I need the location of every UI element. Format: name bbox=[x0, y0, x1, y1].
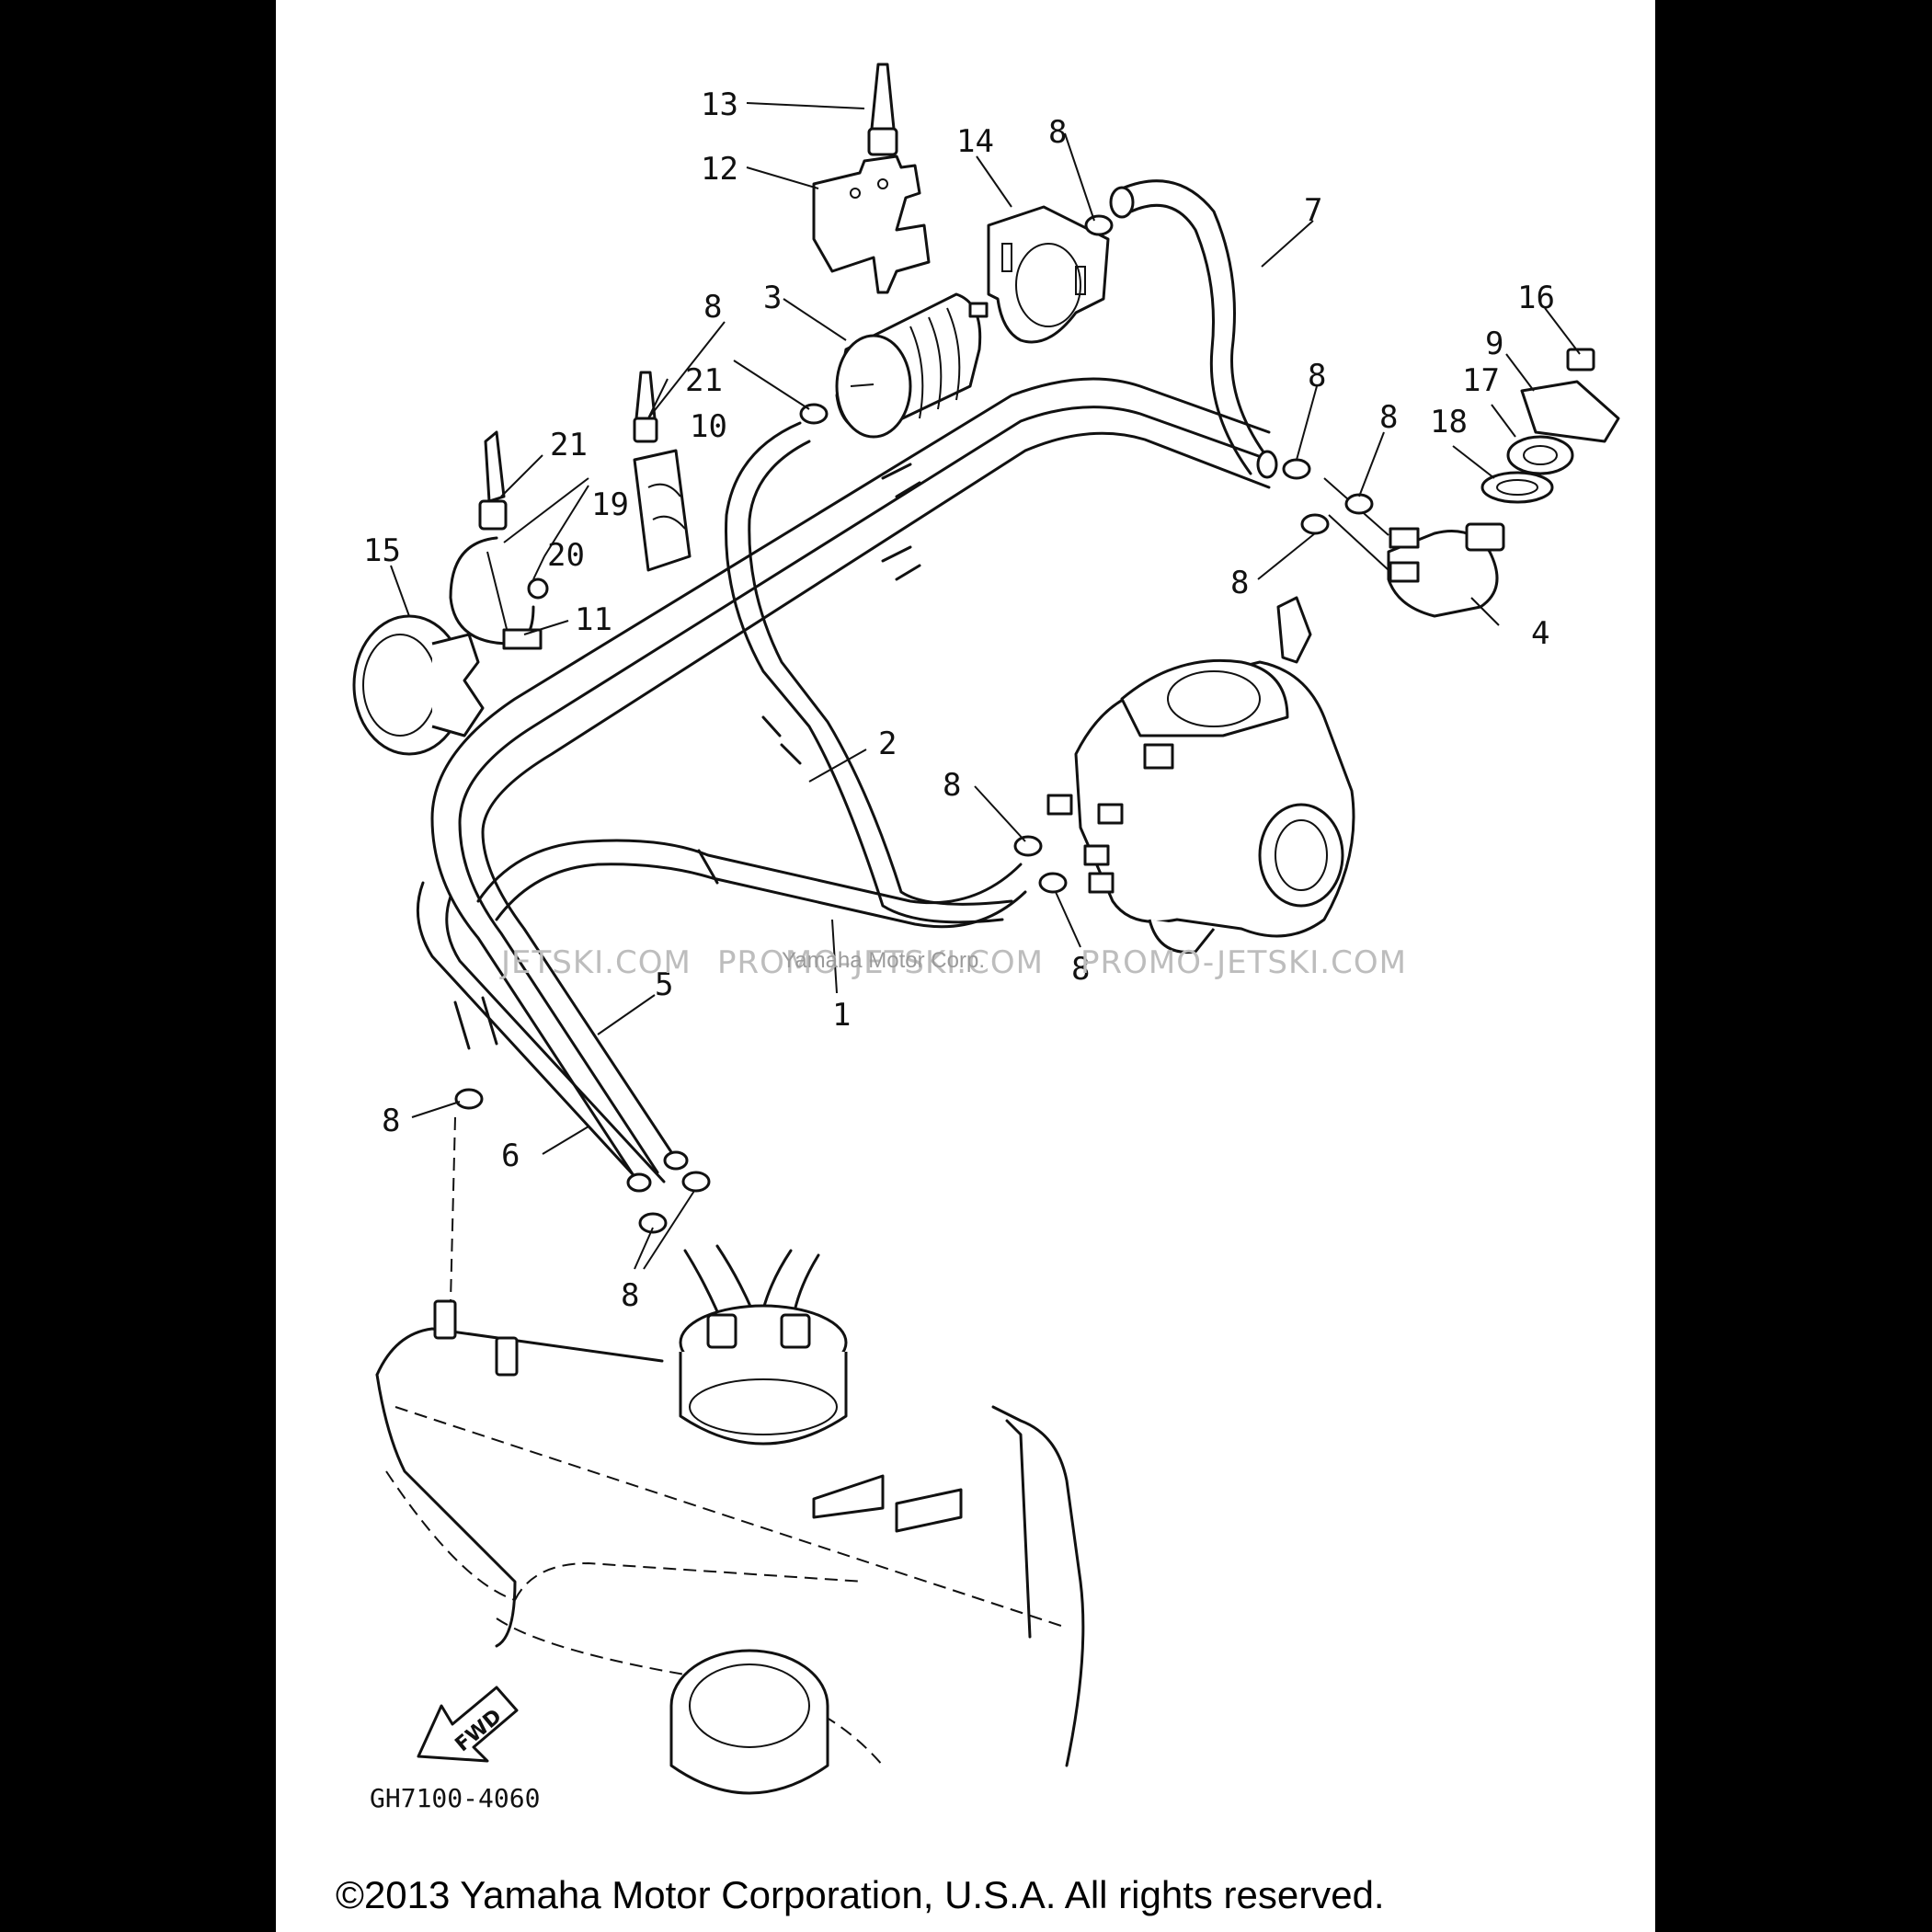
callout-21: 21 bbox=[550, 427, 588, 463]
grommet-15 bbox=[352, 614, 485, 756]
callout-5: 5 bbox=[655, 966, 673, 1003]
fuel-tank bbox=[375, 1116, 1085, 1795]
callout-8: 8 bbox=[621, 1277, 639, 1314]
callout-12: 12 bbox=[701, 151, 738, 188]
callout-4: 4 bbox=[1531, 615, 1549, 652]
callout-6: 6 bbox=[501, 1137, 520, 1174]
callout-21: 21 bbox=[685, 362, 723, 399]
fuel-filter-3 bbox=[835, 292, 989, 439]
callout-20: 20 bbox=[547, 537, 585, 574]
holder-14 bbox=[987, 205, 1110, 344]
callout-19: 19 bbox=[591, 486, 629, 523]
callout-8: 8 bbox=[1230, 565, 1249, 601]
callout-10: 10 bbox=[690, 408, 727, 445]
callout-8: 8 bbox=[1379, 399, 1398, 436]
callout-8: 8 bbox=[943, 767, 961, 804]
hose-7 bbox=[1109, 179, 1278, 479]
callout-15: 15 bbox=[363, 532, 401, 569]
watermark-jetski: JETSKI.COM bbox=[499, 944, 692, 981]
watermarks: JETSKI.COM PROMO-JETSKI.COM PROMO-JETSKI… bbox=[499, 944, 1407, 981]
carburetor bbox=[1046, 596, 1355, 955]
callout-2: 2 bbox=[878, 726, 897, 762]
callout-8: 8 bbox=[1071, 951, 1090, 988]
callout-13: 13 bbox=[701, 86, 738, 123]
watermark-promo-1: PROMO-JETSKI.COM bbox=[717, 944, 1044, 981]
clamp-10-21 bbox=[633, 371, 692, 572]
band-19-11-20-21 bbox=[449, 430, 549, 650]
fwd-arrow: FWD bbox=[417, 1686, 519, 1763]
callout-numbers: 13 12 14 8 7 3 16 9 17 18 8 21 10 8 8 21… bbox=[363, 86, 1555, 1314]
callout-17: 17 bbox=[1462, 362, 1500, 399]
callout-8: 8 bbox=[703, 289, 722, 326]
callout-3: 3 bbox=[763, 280, 782, 316]
hose-2 bbox=[725, 421, 1013, 924]
hose-1 bbox=[476, 839, 1027, 929]
rivet-13 bbox=[867, 63, 898, 156]
drawing-code: GH7100-4060 bbox=[370, 1783, 540, 1813]
callout-8: 8 bbox=[1048, 114, 1067, 151]
callout-11: 11 bbox=[575, 601, 612, 638]
callout-8: 8 bbox=[382, 1103, 400, 1139]
cap-9-16-17-18 bbox=[1480, 348, 1620, 504]
callout-18: 18 bbox=[1430, 404, 1468, 440]
callout-1: 1 bbox=[832, 997, 851, 1034]
callout-9: 9 bbox=[1485, 326, 1503, 362]
leader-lines bbox=[390, 102, 1581, 1270]
callout-16: 16 bbox=[1517, 280, 1555, 316]
watermark-yamaha: Yamaha Motor Corp. bbox=[782, 948, 985, 973]
callout-14: 14 bbox=[956, 123, 994, 160]
hose-5-6-loop bbox=[416, 377, 1271, 1193]
copyright-notice: ©2013 Yamaha Motor Corporation, U.S.A. A… bbox=[336, 1873, 1385, 1916]
bracket-12 bbox=[812, 154, 931, 294]
fuel-cock-4 bbox=[1323, 477, 1505, 618]
callout-7: 7 bbox=[1304, 192, 1322, 229]
callout-8: 8 bbox=[1308, 358, 1326, 394]
watermark-promo-2: PROMO-JETSKI.COM bbox=[1080, 944, 1407, 981]
